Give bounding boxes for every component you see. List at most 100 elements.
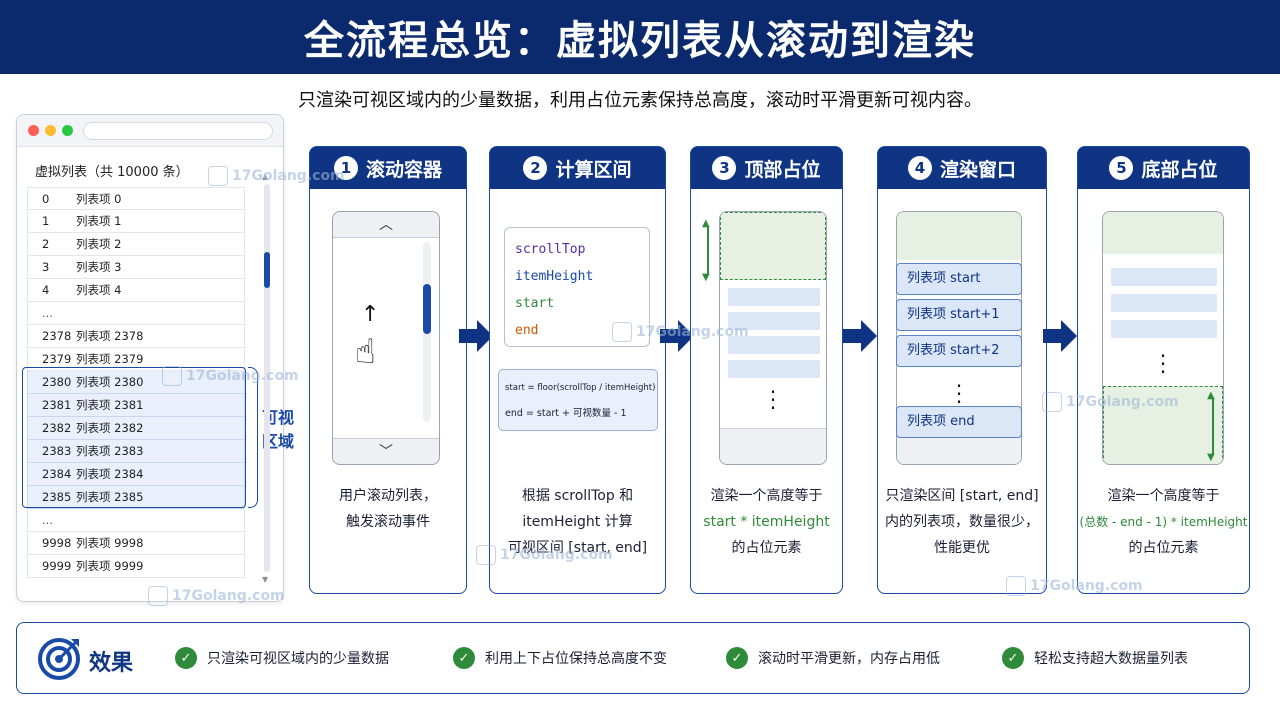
- effects-panel: 效果 ✓只渲染可视区域内的少量数据 ✓利用上下占位保持总高度不变 ✓滚动时平滑更…: [16, 622, 1250, 694]
- step-card-top-placeholder: 3 顶部占位 ··· ▲ ▼ 渲染一个高度等于 start * itemHeig…: [690, 146, 843, 594]
- row-index: 2380: [42, 375, 72, 389]
- list-item-bar: [728, 288, 820, 306]
- step-number: 5: [1109, 156, 1134, 180]
- list-row[interactable]: 0 列表项 0: [27, 187, 245, 210]
- target-icon: [38, 638, 80, 680]
- watermark: 17Golang.com: [1042, 392, 1179, 412]
- step-title: 渲染窗口: [939, 158, 1016, 181]
- row-label: 列表项 3: [76, 260, 122, 274]
- top-placeholder-illustration: ···: [719, 211, 827, 465]
- row-label: 列表项 2382: [76, 421, 144, 435]
- step-header: 5 底部占位: [1078, 147, 1249, 189]
- step-header: 3 顶部占位: [691, 147, 842, 189]
- check-icon: ✓: [175, 647, 197, 669]
- list-row[interactable]: ...: [27, 302, 245, 325]
- scroll-down-icon[interactable]: ▼: [262, 575, 269, 584]
- code-var-start: start: [515, 296, 555, 311]
- list-row[interactable]: ...: [27, 509, 245, 532]
- scroll-up-icon[interactable]: ▲: [262, 172, 269, 181]
- step-card-compute-range: 2 计算区间 scrollTop itemHeight start end st…: [489, 146, 666, 594]
- list-item-bar: [1111, 268, 1217, 286]
- list-item-bar: [728, 312, 820, 330]
- row-index: 4: [42, 283, 50, 297]
- scrollbar-thumb: [423, 284, 431, 334]
- watermark-logo-icon: [148, 586, 168, 606]
- close-dot-icon[interactable]: [28, 125, 39, 136]
- list-item-bar: [728, 360, 820, 378]
- check-icon: ✓: [453, 647, 475, 669]
- row-label: 列表项 2384: [76, 467, 144, 481]
- address-bar[interactable]: [83, 122, 273, 140]
- ellipsis-vertical-icon: ···: [769, 380, 777, 420]
- check-icon: ✓: [726, 647, 748, 669]
- watermark: 17Golang.com: [208, 166, 345, 186]
- row-index: 2382: [42, 421, 72, 435]
- page-title: 全流程总览：虚拟列表从滚动到渲染: [304, 18, 976, 64]
- row-index: 0: [42, 191, 50, 206]
- list-scrollbar-thumb[interactable]: [264, 252, 270, 288]
- watermark: 17Golang.com: [476, 545, 613, 565]
- step-number: 3: [712, 156, 737, 180]
- step-title: 计算区间: [555, 158, 632, 181]
- row-index: 9999: [42, 559, 72, 573]
- row-label: 列表项 2385: [76, 490, 144, 504]
- row-label: 列表项 2: [76, 237, 122, 251]
- step-description: 用户滚动列表， 触发滚动事件: [339, 488, 437, 530]
- visible-list-row[interactable]: 2381 列表项 2381: [27, 394, 245, 417]
- step-header: 4 渲染窗口: [878, 147, 1046, 189]
- row-index: 2378: [42, 329, 72, 343]
- variables-code-box: scrollTop itemHeight start end: [504, 227, 650, 347]
- step-header: 1 滚动容器: [310, 147, 466, 189]
- render-item-end: 列表项 end: [896, 406, 1022, 438]
- formula-box: start = floor(scrollTop / itemHeight) en…: [498, 369, 658, 431]
- row-index: 2381: [42, 398, 72, 412]
- visible-list-row[interactable]: 2382 列表项 2382: [27, 417, 245, 440]
- title-banner: 全流程总览：虚拟列表从滚动到渲染: [0, 0, 1280, 74]
- height-arrow-icon: ▲ ▼: [1207, 390, 1215, 463]
- step-card-render-window: 4 渲染窗口 ··· 列表项 start 列表项 start+1 列表项 sta…: [877, 146, 1047, 594]
- bottom-placeholder-block: [1103, 386, 1223, 464]
- chevron-up-icon: ︿: [333, 212, 439, 238]
- arrow-right-icon: [459, 320, 493, 352]
- arrow-right-icon: [660, 320, 694, 352]
- step-card-scroll-container: 1 滚动容器 ︿ ↑ ☝ ﹀ 用户滚动列表， 触发滚动事件: [309, 146, 467, 594]
- list-scrollbar-track[interactable]: [264, 184, 270, 572]
- row-index: 9998: [42, 536, 72, 550]
- list-item-bar: [1111, 294, 1217, 312]
- check-icon: ✓: [1002, 647, 1024, 669]
- arrow-up-icon: ↑: [361, 302, 380, 327]
- ellipsis-vertical-icon: ···: [1159, 344, 1167, 384]
- row-label: 列表项 0: [76, 191, 122, 206]
- step-description: 渲染一个高度等于 start * itemHeight 的占位元素: [703, 488, 830, 556]
- row-index: 2384: [42, 467, 72, 481]
- watermark-logo-icon: [162, 366, 182, 386]
- watermark-logo-icon: [612, 322, 632, 342]
- step-title: 底部占位: [1141, 158, 1218, 181]
- step-description: 只渲染区间 [start, end] 内的列表项，数量很少， 性能更优: [885, 488, 1039, 556]
- maximize-dot-icon[interactable]: [62, 125, 73, 136]
- watermark-logo-icon: [208, 166, 228, 186]
- effects-title: 效果: [89, 651, 134, 676]
- watermark: 17Golang.com: [148, 586, 285, 606]
- step-title: 顶部占位: [744, 158, 821, 181]
- row-label: 列表项 2381: [76, 398, 144, 412]
- browser-titlebar: [17, 115, 283, 147]
- code-var-itemheight: itemHeight: [515, 269, 594, 284]
- visible-area-brace: [248, 367, 258, 508]
- minimize-dot-icon[interactable]: [45, 125, 56, 136]
- row-index: 2383: [42, 444, 72, 458]
- visible-list-row[interactable]: 2384 列表项 2384: [27, 463, 245, 486]
